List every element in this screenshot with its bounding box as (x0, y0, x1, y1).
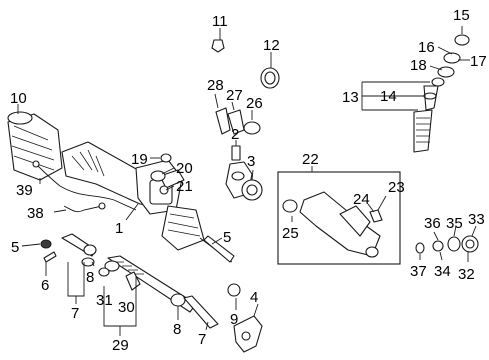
callout-22: 22 (302, 151, 319, 168)
callout-29: 29 (112, 337, 129, 354)
callout-32: 32 (458, 266, 475, 283)
callout-19: 19 (131, 151, 148, 168)
callout-7-left: 7 (71, 305, 79, 322)
pinion-2 (225, 145, 263, 201)
clip-6 (43, 251, 57, 263)
callout-39: 39 (16, 182, 33, 199)
rack-boot-left (7, 111, 63, 181)
callout-21: 21 (176, 178, 193, 195)
callout-14: 14 (380, 88, 397, 105)
dust-boot-9 (227, 283, 241, 297)
callout-7-right: 7 (198, 331, 206, 348)
callout-27: 27 (226, 87, 243, 104)
callout-23: 23 (388, 179, 405, 196)
callout-35: 35 (446, 215, 463, 232)
callout-18: 18 (410, 57, 427, 74)
callout-9: 9 (230, 311, 238, 328)
callout-26: 26 (246, 95, 263, 112)
callout-11: 11 (212, 13, 228, 30)
seal-26 (243, 121, 261, 135)
tie-rod-inner-right (170, 293, 219, 329)
tie-rod-inner-left (61, 233, 97, 267)
callout-numbers: 10 11 12 15 16 17 18 13 14 28 27 26 2 3 … (10, 7, 487, 354)
callout-37: 37 (410, 263, 427, 280)
fitting-19 (160, 153, 172, 163)
callout-4: 4 (250, 289, 258, 306)
fitting-20 (150, 170, 166, 182)
inset-box-22 (277, 171, 401, 265)
bolt-11 (211, 39, 225, 53)
callout-15: 15 (453, 7, 470, 24)
callout-8-left: 8 (86, 269, 94, 286)
callout-2: 2 (231, 126, 239, 143)
callout-1: 1 (115, 220, 123, 237)
clamp-12 (260, 67, 280, 89)
cap-5-left (40, 239, 52, 249)
callout-31: 31 (96, 292, 113, 309)
valve-27-28 (215, 107, 245, 135)
valve-stack (413, 34, 470, 153)
callout-20: 20 (176, 160, 193, 177)
callout-5-right: 5 (223, 229, 231, 246)
callout-36: 36 (424, 215, 441, 232)
return-line-38 (63, 202, 106, 213)
callout-10: 10 (10, 90, 27, 107)
callout-30: 30 (118, 299, 135, 316)
callout-16: 16 (418, 39, 435, 56)
fitting-21 (159, 185, 169, 195)
parts-32-37 (415, 235, 479, 254)
callout-34: 34 (434, 263, 451, 280)
callout-33: 33 (468, 211, 485, 228)
callout-13: 13 (342, 89, 359, 106)
callout-28: 28 (207, 77, 224, 94)
callout-5-left: 5 (11, 239, 19, 256)
callout-24: 24 (353, 191, 370, 208)
callout-3: 3 (247, 153, 255, 170)
callout-12: 12 (263, 37, 280, 54)
leader-lines (17, 26, 477, 336)
callout-25: 25 (282, 225, 299, 242)
callout-38: 38 (27, 205, 44, 222)
callout-6: 6 (41, 277, 49, 294)
callout-8-right: 8 (173, 321, 181, 338)
pressure-line-39 (32, 160, 137, 211)
callout-17: 17 (470, 53, 487, 70)
